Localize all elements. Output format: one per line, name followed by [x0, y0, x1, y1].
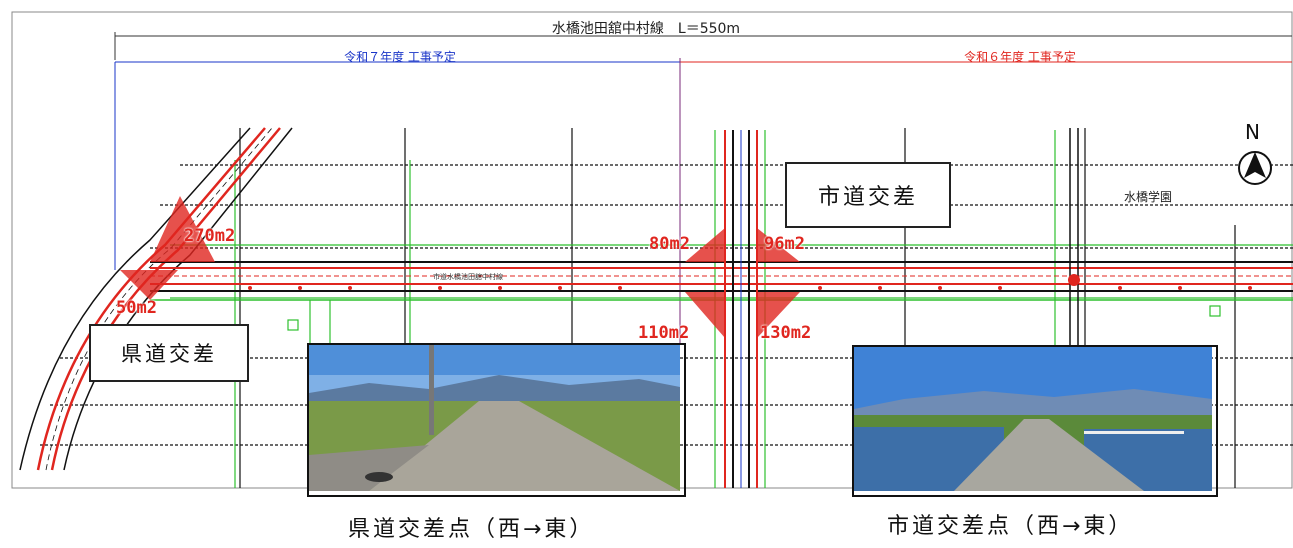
phase-r7-label: 令和７年度 工事予定 [344, 50, 456, 64]
area-shape-110 [685, 292, 725, 338]
school-label: 水橋学園 [1124, 190, 1173, 204]
area-label-270: 270m2 [184, 226, 236, 246]
area-label-96: 96m2 [764, 234, 805, 254]
photo-kendo-scene [309, 345, 680, 491]
area-shape-96 [757, 228, 800, 262]
caption-kendo-photo: 県道交差点（西→東） [348, 517, 595, 542]
caption-shido-photo: 市道交差点（西→東） [887, 514, 1134, 539]
north-label: N [1245, 120, 1260, 144]
photo-shido-scene [854, 347, 1212, 491]
photo-frame-kendo [307, 343, 686, 497]
north-arrow-icon [1238, 151, 1272, 185]
area-label-80: 80m2 [649, 234, 690, 254]
prefectural-crossing-box: 県道交差 [89, 324, 249, 382]
area-label-130: 130m2 [760, 323, 812, 343]
route-title: 水橋池田舘中村線 L＝550m [551, 21, 741, 37]
area-label-50: 50m2 [116, 298, 157, 318]
area-shape-80 [685, 228, 725, 262]
area-shape-50 [120, 270, 178, 300]
corner-cut-areas [120, 196, 800, 338]
phase-r6-label: 令和６年度 工事予定 [964, 50, 1076, 64]
area-label-110: 110m2 [638, 323, 690, 343]
road-survey-points [248, 286, 1252, 290]
dimension-lines [114, 32, 1292, 345]
city-crossing-box: 市道交差 [785, 162, 951, 228]
photo-frame-shido [852, 345, 1218, 497]
area-shape-130 [757, 292, 800, 338]
road-name-label: 市道水橋池田舘中村線 [433, 273, 503, 281]
city-road [724, 130, 758, 488]
area-shape-270 [150, 196, 215, 262]
